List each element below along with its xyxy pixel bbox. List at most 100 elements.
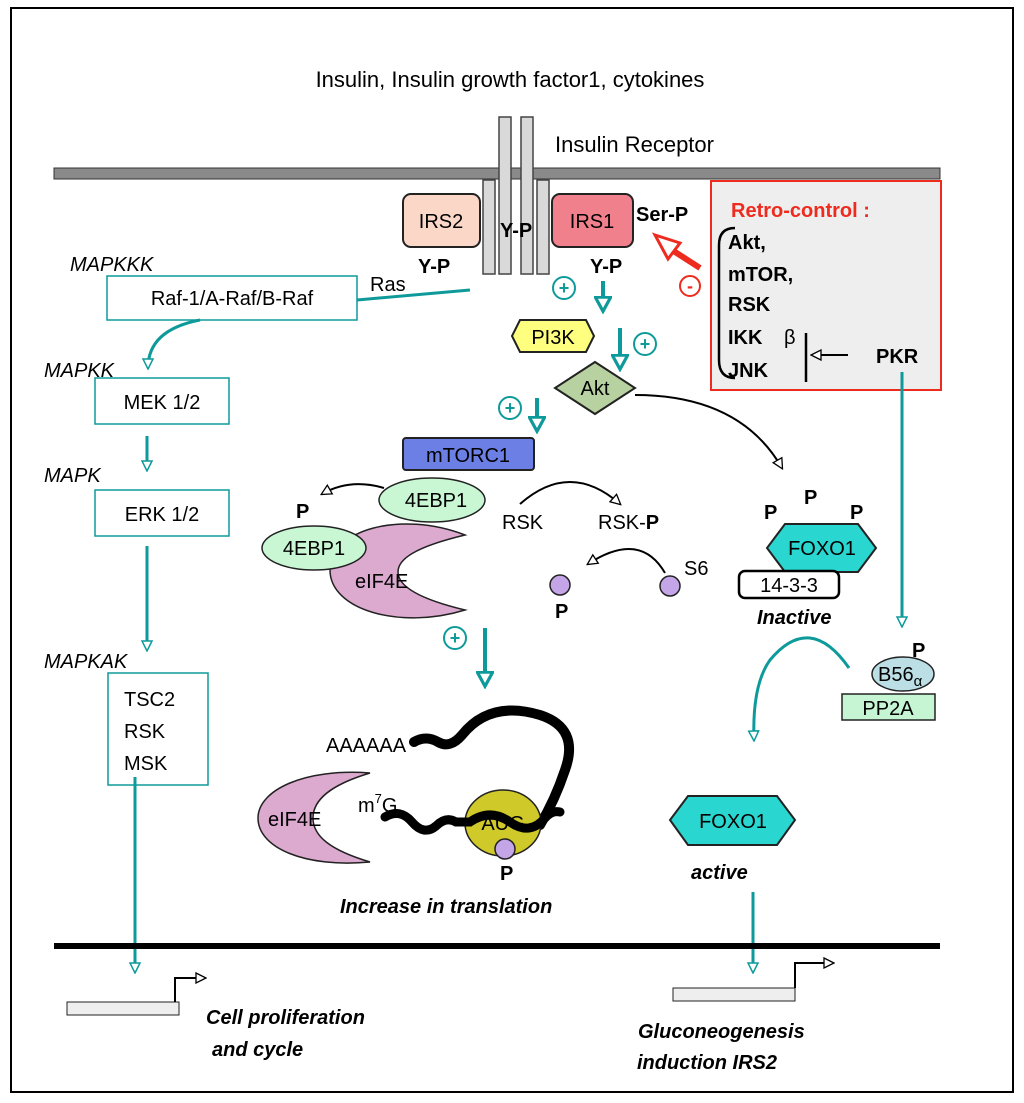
minus-sign bbox=[679, 275, 701, 297]
pkr-label: PKR bbox=[876, 346, 919, 368]
pp2a-label: PP2A bbox=[862, 698, 914, 720]
svg-text:+: + bbox=[640, 334, 651, 354]
irs2-box bbox=[402, 193, 481, 248]
svg-text:+: + bbox=[505, 398, 516, 418]
mek-label: MEK 1/2 bbox=[124, 392, 201, 414]
plus-sign-1: + bbox=[552, 276, 576, 300]
pi3k-box bbox=[510, 319, 596, 353]
promoter-arrow-right bbox=[794, 963, 833, 988]
s6-phosphorylated-dot bbox=[549, 574, 571, 596]
irs1-label: IRS1 bbox=[570, 211, 614, 233]
ras-label: Ras bbox=[370, 274, 406, 296]
receptor-label: Insulin Receptor bbox=[555, 132, 714, 157]
raf-box bbox=[106, 275, 358, 321]
minus-label: - bbox=[687, 276, 693, 296]
foxo-p-3: P bbox=[850, 502, 863, 524]
gene-left bbox=[66, 1001, 180, 1016]
akt-label: Akt bbox=[581, 378, 610, 400]
promoter-arrow-left bbox=[174, 978, 205, 1002]
mapk-label: MAPK bbox=[44, 465, 102, 487]
raf-label: Raf-1/A-Raf/B-Raf bbox=[151, 288, 314, 310]
insulin-receptor bbox=[482, 116, 550, 275]
mapkak-label: MAPKAK bbox=[44, 651, 129, 673]
foxo1-inactive-label: FOXO1 bbox=[788, 538, 856, 560]
plus-sign-2: + bbox=[633, 332, 657, 356]
inactive-label: Inactive bbox=[757, 607, 831, 629]
retro-item-jnk: JNK bbox=[728, 360, 769, 382]
s6-label: S6 bbox=[684, 558, 708, 580]
akt-diamond bbox=[553, 360, 637, 416]
output-left-line2: and cycle bbox=[212, 1039, 303, 1061]
inhibition-arrow bbox=[651, 232, 702, 271]
foxo1-active-hex bbox=[668, 795, 797, 846]
retro-control-bracket bbox=[717, 226, 736, 380]
4ebp1-bound-label: 4EBP1 bbox=[283, 538, 345, 560]
polya-label: AAAAAA bbox=[326, 735, 407, 757]
mapkkk-label: MAPKKK bbox=[70, 254, 155, 276]
mapkk-label: MAPKK bbox=[44, 360, 116, 382]
retro-item-beta: β bbox=[784, 327, 796, 349]
eif4e-label-2: eIF4E bbox=[268, 809, 321, 831]
akt-to-foxo-arrow bbox=[634, 394, 782, 468]
output-right-line2: induction IRS2 bbox=[637, 1052, 777, 1074]
plus-sign-3: + bbox=[498, 396, 522, 420]
irs2-phospho: Y-P bbox=[418, 256, 450, 278]
retro-control-title: Retro-control : bbox=[731, 200, 870, 222]
retro-item-mtor: mTOR, bbox=[728, 264, 793, 286]
cell-membrane bbox=[53, 167, 941, 180]
14-3-3-label: 14-3-3 bbox=[760, 575, 818, 597]
foxo1-active-label: FOXO1 bbox=[699, 811, 767, 833]
svg-text:+: + bbox=[559, 278, 570, 298]
output-right-line1: Gluconeogenesis bbox=[638, 1021, 805, 1043]
erk-box bbox=[94, 489, 230, 537]
foxo-p-1: P bbox=[764, 502, 777, 524]
s6-phospho-arrow bbox=[588, 548, 666, 574]
4ebp1-bound bbox=[261, 525, 367, 571]
irs2-label: IRS2 bbox=[419, 211, 463, 233]
ligand-label: Insulin, Insulin growth factor1, cytokin… bbox=[316, 67, 705, 92]
4ebp1-phospho-arrow bbox=[322, 483, 385, 494]
active-label: active bbox=[691, 862, 748, 884]
aug-label: AUG bbox=[481, 813, 524, 835]
mapkak-item-rsk: RSK bbox=[124, 721, 166, 743]
mtorc1-label: mTORC1 bbox=[426, 445, 510, 467]
diagram-frame bbox=[10, 7, 1014, 1093]
plus-sign-4: + bbox=[443, 626, 467, 650]
eif4e-crescent-2 bbox=[257, 771, 371, 864]
gene-right bbox=[672, 987, 796, 1002]
center-phospho: Y-P bbox=[500, 220, 532, 242]
raf-to-mek-curve bbox=[148, 318, 201, 368]
retro-item-ikk: IKK bbox=[728, 327, 763, 349]
foxo1-inactive-hex bbox=[765, 523, 878, 573]
pi3k-label: PI3K bbox=[531, 327, 575, 349]
increase-translation-label: Increase in translation bbox=[340, 896, 552, 918]
irs1-box bbox=[551, 193, 634, 248]
mrna-strand bbox=[380, 807, 565, 835]
pp2a-box bbox=[841, 693, 936, 721]
s6-phospho-dot bbox=[659, 575, 681, 597]
mapkak-item-msk: MSK bbox=[124, 753, 168, 775]
mtorc1-box bbox=[402, 437, 535, 471]
erk-label: ERK 1/2 bbox=[125, 504, 199, 526]
mek-box bbox=[94, 377, 230, 425]
retro-item-rsk: RSK bbox=[728, 294, 771, 316]
foxo-p-2: P bbox=[804, 487, 817, 509]
retro-item-akt: Akt, bbox=[728, 232, 766, 254]
irs1-phospho: Y-P bbox=[590, 256, 622, 278]
aug-p-label: P bbox=[500, 863, 513, 885]
s6-p-label: P bbox=[555, 601, 568, 623]
b56-label: B56α bbox=[878, 664, 923, 690]
rsk-label: RSK bbox=[502, 512, 544, 534]
dephospho-arrow bbox=[754, 636, 851, 740]
mrna-loop bbox=[409, 705, 574, 830]
b56-subunit bbox=[871, 656, 935, 692]
output-left-line1: Cell proliferation bbox=[206, 1007, 365, 1029]
aug-phospho-dot bbox=[494, 838, 516, 860]
14-3-3-box bbox=[737, 569, 841, 600]
ras-to-raf-line bbox=[356, 288, 471, 302]
4ebp1-free bbox=[378, 477, 486, 523]
b56-p-label: P bbox=[912, 640, 925, 662]
rsk-phospho-arrow bbox=[519, 481, 620, 504]
4ebp1-p-label: P bbox=[296, 501, 309, 523]
